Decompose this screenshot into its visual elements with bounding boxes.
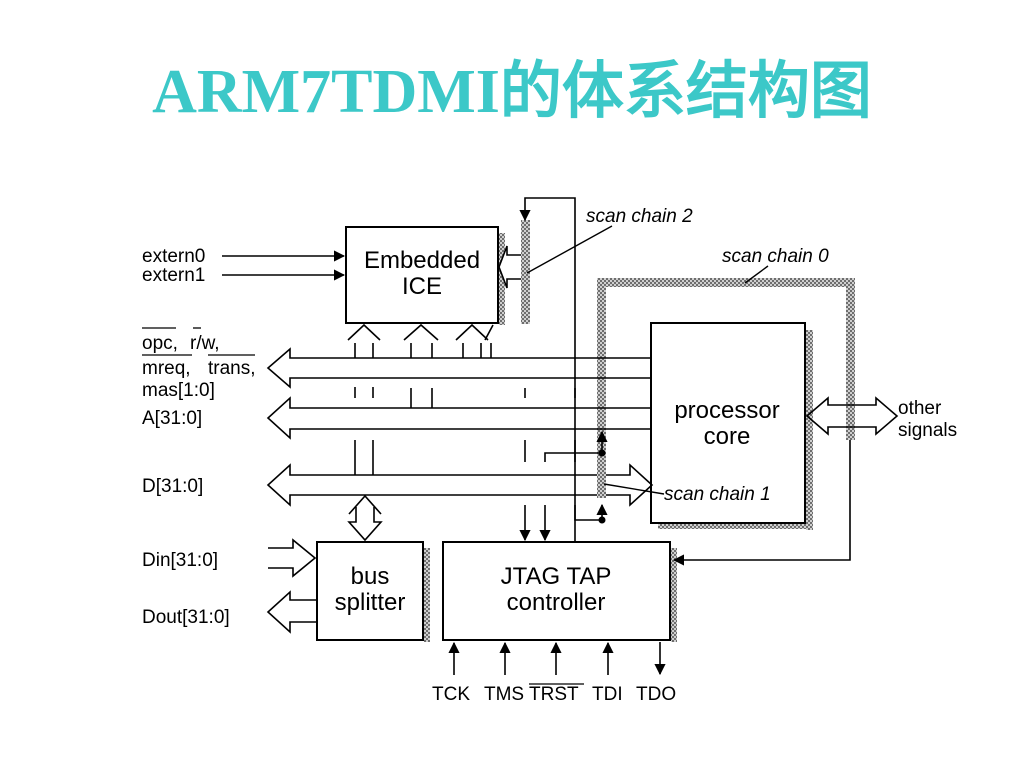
signal-labels: extern0 extern1 opc, r/w, mreq, trans, m…: [142, 246, 957, 628]
ice-label-2: ICE: [402, 273, 442, 300]
scan-chain-0-path: [597, 278, 855, 530]
opc-label: opc,: [142, 333, 178, 354]
scan-chain-2-path: [521, 220, 530, 324]
mreq-label: mreq,: [142, 358, 191, 379]
tms-label: TMS: [484, 684, 524, 705]
scan-wiring: [498, 197, 851, 566]
splitter-label-1: bus: [351, 563, 390, 590]
jtag-pin-arrows: [448, 641, 666, 676]
splitter-databus-arrow: [347, 494, 383, 542]
dout-arrow: [266, 590, 317, 634]
jtag-label-2: controller: [507, 589, 606, 616]
dout-label: Dout[31:0]: [142, 607, 230, 628]
ice-label-1: Embedded: [364, 247, 480, 274]
rw-label: r/w,: [190, 333, 220, 354]
tdo-label: TDO: [636, 684, 676, 705]
ice-input-arrows: [347, 323, 494, 358]
trans-label: trans,: [208, 358, 256, 379]
bus-taps: [354, 387, 433, 475]
address-bus-label: A[31:0]: [142, 408, 202, 429]
control-bus-arrow: [266, 347, 651, 389]
jtag-tap-block: JTAG TAP controller: [442, 541, 671, 641]
scan-chain-1-label: scan chain 1: [664, 484, 771, 505]
tdi-label: TDI: [592, 684, 623, 705]
extern1-label: extern1: [142, 265, 205, 286]
bus-splitter-block: bus splitter: [316, 541, 424, 641]
page-title: ARM7TDMI的体系结构图: [152, 58, 872, 126]
extern0-label: extern0: [142, 246, 205, 267]
scan-chain-2-label: scan chain 2: [586, 206, 693, 227]
other-signals-arrow: [805, 396, 899, 436]
din-label: Din[31:0]: [142, 550, 218, 571]
splitter-label-2: splitter: [335, 589, 406, 616]
din-arrow: [268, 538, 317, 578]
other-signals-label-2: signals: [898, 420, 957, 441]
embedded-ice-block: Embedded ICE: [345, 226, 499, 324]
address-bus-arrow: [266, 396, 651, 440]
trst-label: TRST: [529, 684, 579, 705]
scan-chain-labels: scan chain 2 scan chain 0 scan chain 1: [526, 206, 829, 505]
core-label-2: core: [704, 423, 751, 450]
other-signals-label-1: other: [898, 398, 942, 419]
scan-chain-1-path: [597, 466, 606, 496]
data-bus-arrow: [266, 463, 654, 507]
core-label-1: processor: [674, 397, 779, 424]
jtag-pin-labels: TCK TMS TRST TDI TDO: [432, 683, 676, 705]
jtag-label-1: JTAG TAP: [501, 563, 612, 590]
mas-label: mas[1:0]: [142, 380, 215, 401]
data-bus-label: D[31:0]: [142, 476, 203, 497]
scan-chain-0-label: scan chain 0: [722, 246, 829, 267]
processor-core-block: processor core: [650, 322, 806, 524]
tck-label: TCK: [432, 684, 470, 705]
